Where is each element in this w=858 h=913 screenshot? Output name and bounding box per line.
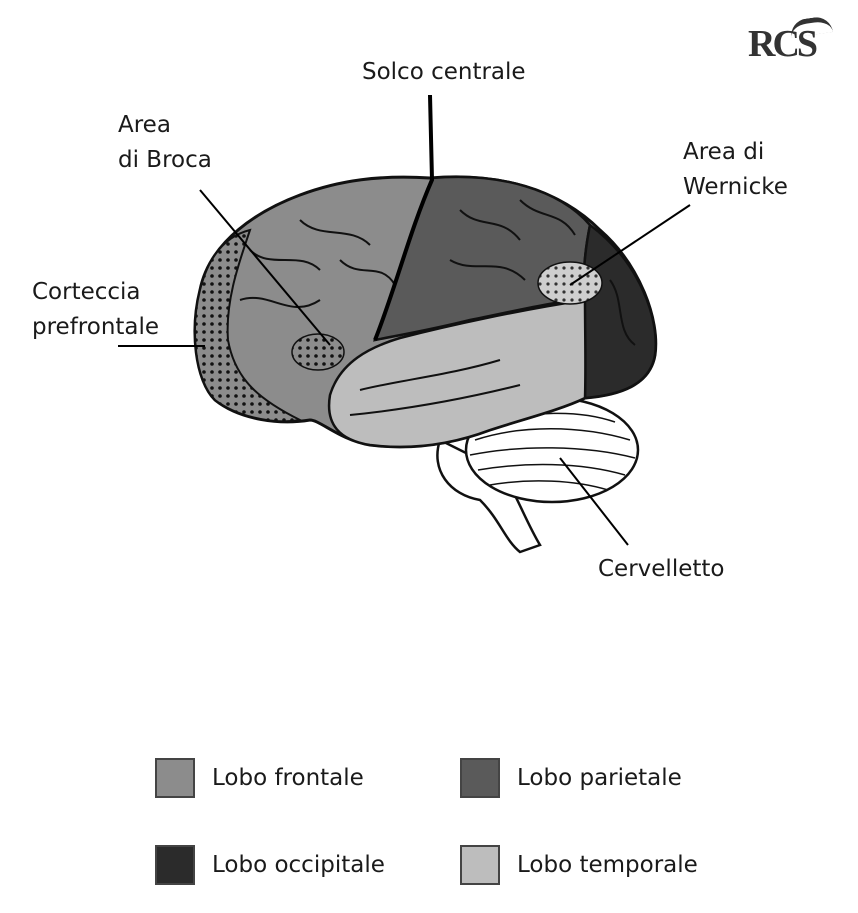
label-central-sulcus: Solco centrale [362, 59, 526, 85]
legend-swatch [155, 758, 195, 798]
label-cerebellum: Cervelletto [598, 556, 725, 582]
legend-parietal: Lobo parietale [460, 758, 682, 798]
brainstem [436, 438, 542, 554]
legend-label: Lobo parietale [517, 765, 682, 791]
label-prefrontal-2: prefrontale [32, 314, 160, 340]
broca-area [291, 333, 345, 371]
central-sulcus-line [373, 94, 435, 341]
legend-label: Lobo temporale [517, 852, 698, 878]
wernicke-area [537, 261, 603, 305]
legend-swatch [460, 845, 500, 885]
cerebellum-leader [559, 457, 629, 546]
label-prefrontal-1: Corteccia [32, 279, 141, 305]
rcs-logo: RCS [748, 23, 818, 65]
wernicke-leader [569, 204, 691, 286]
legend-occipital: Lobo occipitale [155, 845, 385, 885]
legend-label: Lobo occipitale [212, 852, 385, 878]
legend-swatch [155, 845, 195, 885]
prefrontal-cortex [194, 228, 304, 423]
label-wernicke-2: Wernicke [683, 174, 788, 200]
legend-frontal: Lobo frontale [155, 758, 364, 798]
label-broca-2: di Broca [118, 147, 212, 173]
broca-leader [199, 189, 331, 346]
legend-swatch [460, 758, 500, 798]
label-broca-1: Area [118, 112, 171, 138]
legend-temporal: Lobo temporale [460, 845, 698, 885]
legend-label: Lobo frontale [212, 765, 364, 791]
label-wernicke-1: Area di [683, 139, 765, 165]
